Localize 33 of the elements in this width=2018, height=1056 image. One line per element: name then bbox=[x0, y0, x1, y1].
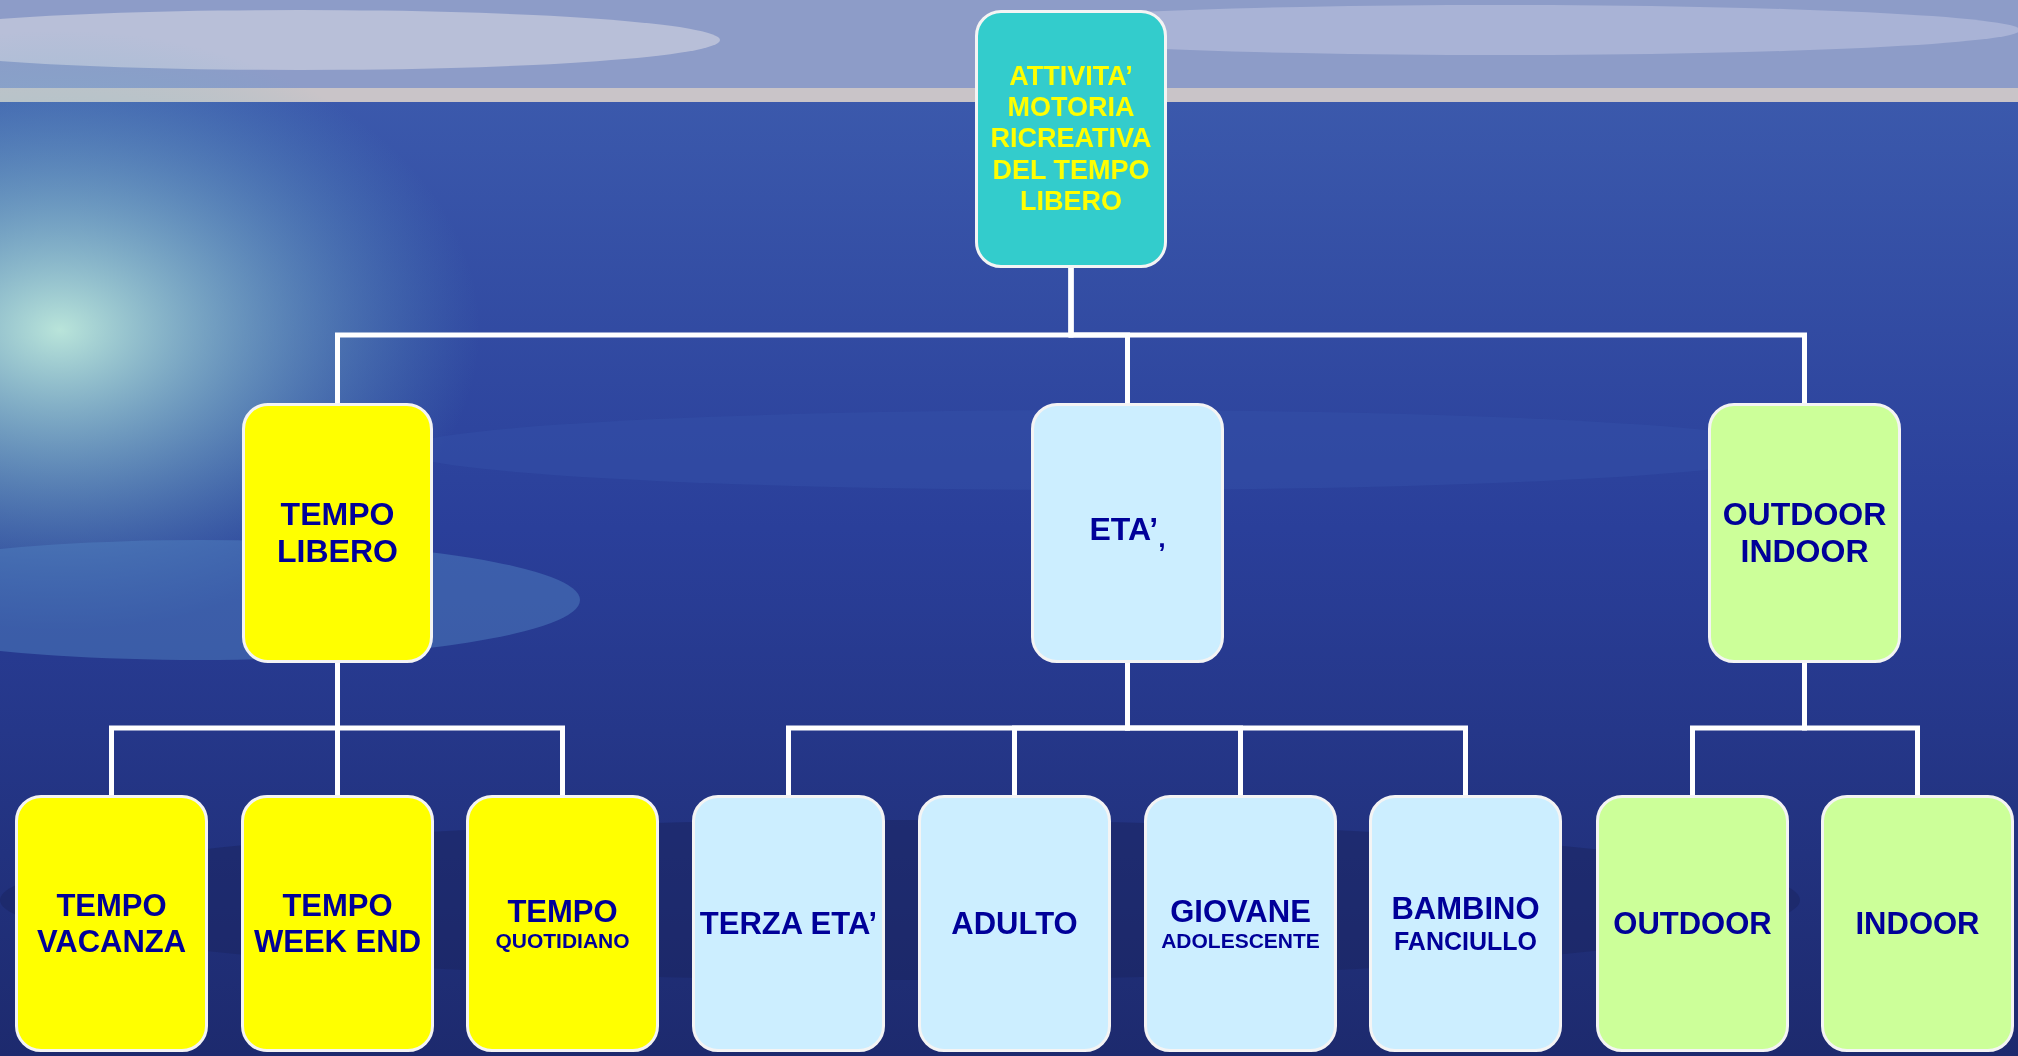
category-box bbox=[466, 795, 659, 1052]
node-label: ADOLESCENTE bbox=[1161, 929, 1320, 954]
category-box bbox=[918, 795, 1111, 1052]
node-label: OUTDOOR bbox=[1613, 905, 1772, 942]
connector-line bbox=[1068, 268, 1807, 403]
node-label: TEMPO VACANZA bbox=[35, 887, 188, 960]
category-box bbox=[1144, 795, 1337, 1052]
connector-line bbox=[1802, 663, 1920, 795]
node-label: ETA’$_{,}$ bbox=[1089, 511, 1166, 555]
category-box bbox=[1031, 403, 1224, 663]
category-box bbox=[1821, 795, 2014, 1052]
category-box bbox=[1596, 795, 1789, 1052]
node-label: TERZA ETA’ bbox=[699, 905, 878, 942]
root-box bbox=[975, 10, 1167, 268]
category-box bbox=[241, 795, 434, 1052]
node-label: GIOVANE bbox=[1170, 893, 1311, 930]
category-box bbox=[1708, 403, 1901, 663]
node-label: OUTDOOR INDOOR bbox=[1721, 496, 1888, 570]
category-box bbox=[15, 795, 208, 1052]
node-label: ADULTO bbox=[951, 905, 1078, 942]
node-label: FANCIULLO bbox=[1393, 926, 1537, 956]
node-label: ATTIVITA’ MOTORIA RICREATIVA DEL TEMPO LIBERO bbox=[989, 61, 1153, 217]
category-box bbox=[242, 403, 433, 663]
node-label: TEMPO LIBERO bbox=[276, 496, 399, 570]
category-box bbox=[692, 795, 885, 1052]
node-label: INDOOR bbox=[1855, 905, 1980, 942]
node-label: QUOTIDIANO bbox=[495, 929, 630, 954]
connector-line bbox=[335, 663, 565, 795]
connector-line bbox=[1125, 663, 1468, 795]
category-box bbox=[1369, 795, 1562, 1052]
node-label: BAMBINO bbox=[1391, 891, 1540, 927]
node-label: TEMPO bbox=[507, 893, 618, 930]
node-label: TEMPO WEEK END bbox=[252, 887, 423, 960]
